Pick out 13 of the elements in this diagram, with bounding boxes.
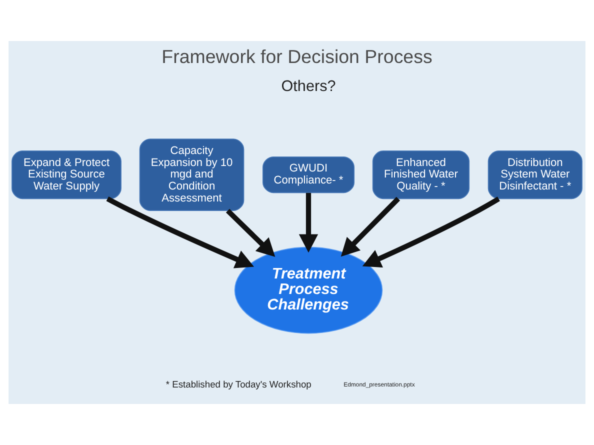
- node-box: Enhanced Finished Water Quality - *: [372, 150, 470, 200]
- arrow: [106, 196, 254, 268]
- node-box: Capacity Expansion by 10 mgd and Condition Assessment: [139, 138, 244, 211]
- arrow: [298, 192, 318, 253]
- label: * Established by Today's Workshop: [166, 380, 312, 390]
- arrow: [362, 196, 500, 268]
- arrow: [226, 208, 276, 257]
- diagram-title: Framework for Decision Process: [162, 46, 432, 67]
- label: Others?: [281, 78, 336, 95]
- node-box: Distribution System Water Disinfectant - *: [488, 150, 582, 200]
- node-box: GWUDI Compliance- *: [262, 156, 355, 194]
- arrow: [340, 196, 400, 257]
- node-box: Expand & Protect Existing Source Water Supply: [12, 150, 122, 200]
